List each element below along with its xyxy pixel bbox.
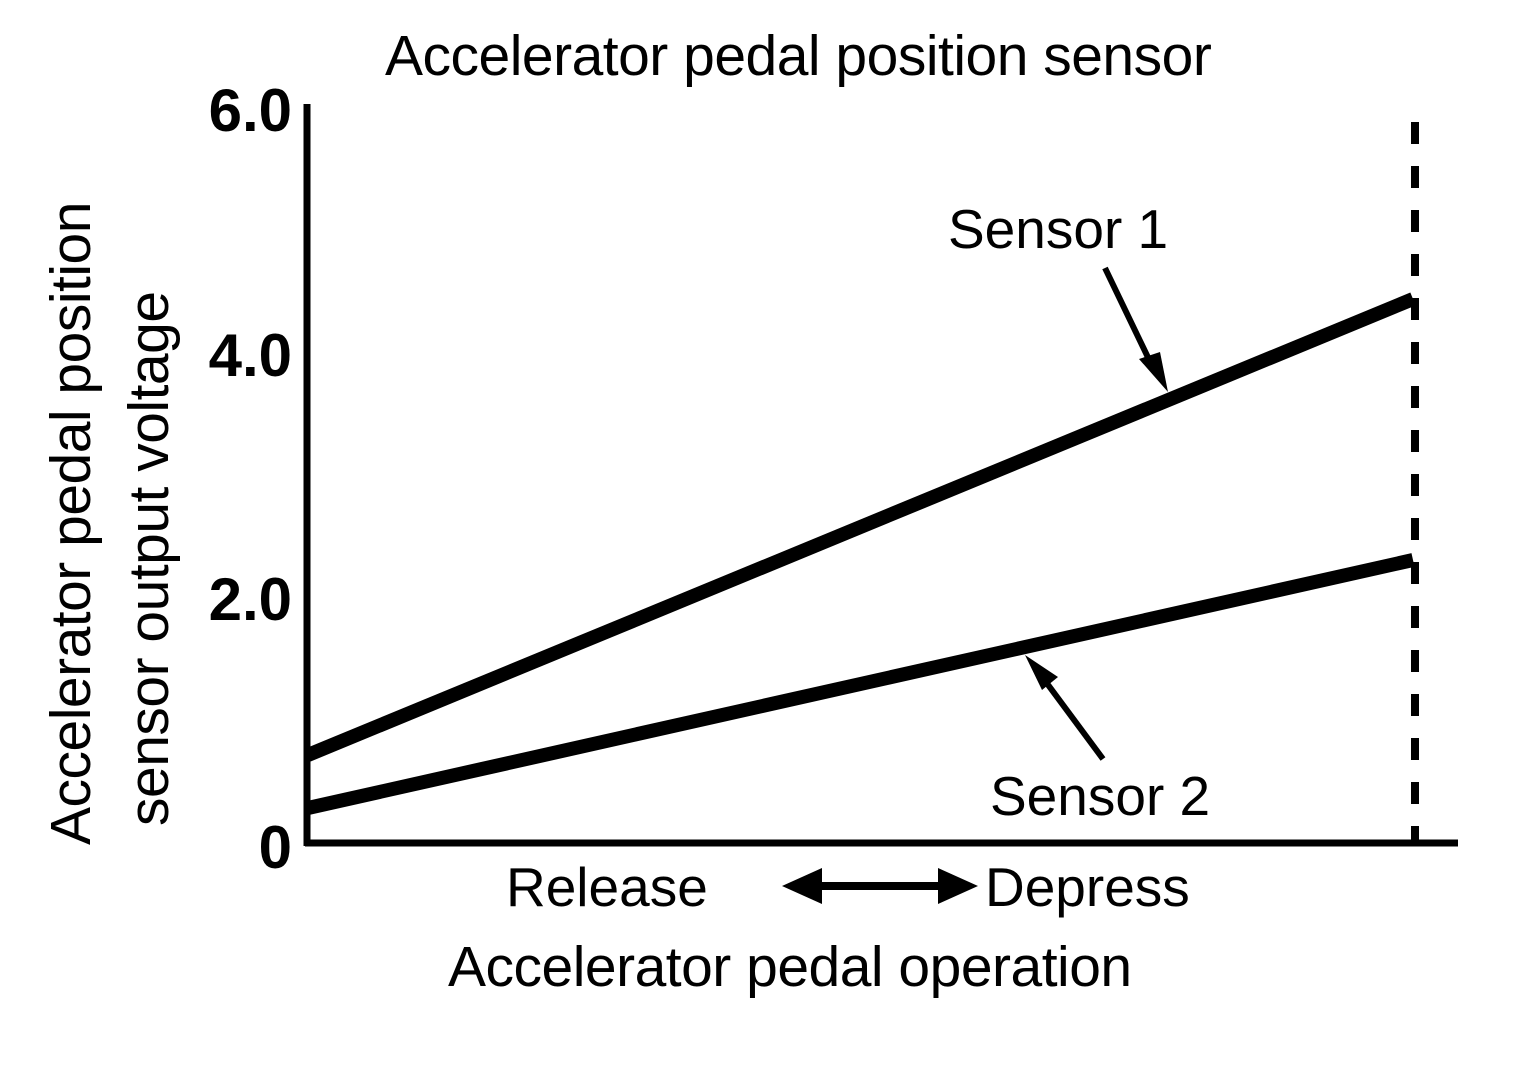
y-axis-label-line2: sensor output voltage	[117, 291, 181, 826]
y-tick-label-4: 4.0	[209, 322, 292, 389]
y-tick-label-0: 0	[259, 814, 292, 881]
series-line-sensor-2	[306, 553, 1415, 815]
series-annotation-sensor-1: Sensor 1	[948, 198, 1168, 260]
annotation-arrowhead-sensor-2	[1025, 655, 1058, 690]
annotation-leader-sensor-2	[1040, 676, 1106, 761]
range-arrow-head-left	[782, 868, 822, 904]
series-line-sensor-1	[305, 292, 1416, 762]
x-axis-direction-label-release: Release	[506, 856, 708, 918]
y-tick-label-6: 6.0	[209, 77, 292, 144]
chart-title: Accelerator pedal position sensor	[385, 24, 1212, 88]
y-axis-label-line1: Accelerator pedal position	[39, 202, 103, 845]
annotation-leader-sensor-1	[1102, 266, 1158, 374]
x-axis-direction-label-depress: Depress	[985, 856, 1190, 918]
series-annotation-sensor-2: Sensor 2	[990, 765, 1210, 827]
x-axis-label: Accelerator pedal operation	[448, 935, 1132, 999]
annotation-arrowhead-sensor-1	[1139, 352, 1168, 392]
range-arrow-head-right	[938, 868, 978, 904]
y-tick-label-2: 2.0	[209, 566, 292, 633]
